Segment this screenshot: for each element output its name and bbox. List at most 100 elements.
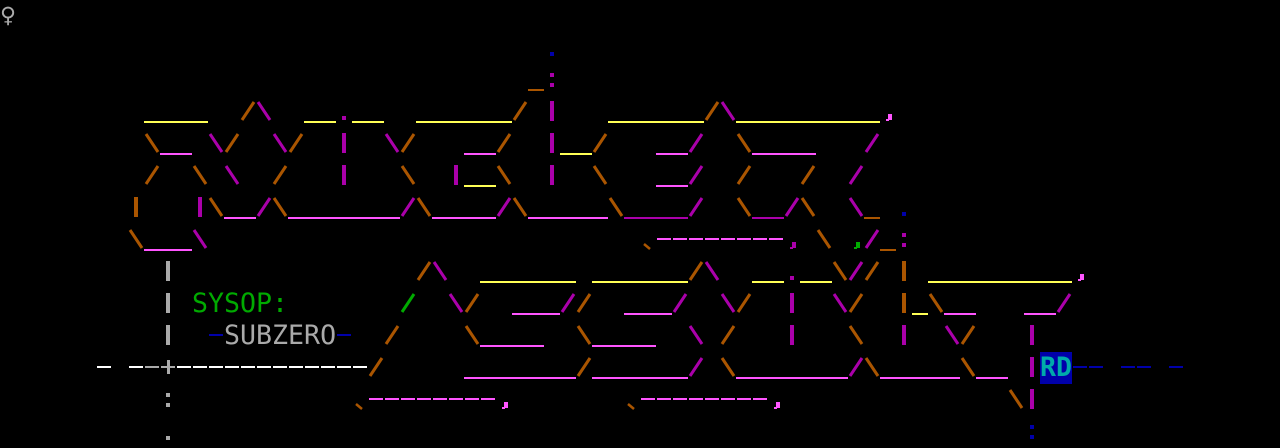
underscore-stroke [912,313,928,315]
underscore-stroke [480,281,496,283]
underscore-stroke [592,281,608,283]
backslash-stroke [736,197,752,217]
underscore-stroke [1040,313,1056,315]
slash-stroke [960,325,976,345]
slash-stroke [464,293,480,313]
underscore-stroke [608,377,624,379]
dot-mark [902,212,906,216]
dash-stroke [657,398,671,400]
cross-mark [167,360,170,374]
underscore-stroke [640,281,656,283]
underscore-stroke [672,281,688,283]
pipe-stroke [454,165,458,185]
underscore-stroke [560,377,576,379]
slash-stroke [240,101,256,121]
underscore-stroke [368,121,384,123]
underscore-stroke [480,217,496,219]
backslash-stroke [256,101,272,121]
underscore-stroke [560,281,576,283]
underscore-stroke [656,153,672,155]
pipe-stroke [1030,389,1034,409]
dash-stroke [305,366,319,368]
slash-stroke [704,101,720,121]
backslash-stroke [1008,389,1024,409]
slash-stroke [800,165,816,185]
comma-mark [792,242,796,248]
underscore-stroke [784,377,800,379]
underscore-stroke [480,153,496,155]
pipe-stroke [134,197,138,217]
underscore-stroke [624,281,640,283]
underscore-stroke [480,377,496,379]
dash-stroke [273,366,287,368]
dash-stroke [177,366,191,368]
dash-stroke [657,238,671,240]
backslash-stroke [496,165,512,185]
underscore-stroke [752,153,768,155]
underscore-stroke [560,217,576,219]
underscore-stroke [752,217,768,219]
underscore-stroke [464,121,480,123]
pipe-stroke [166,293,170,313]
slash-stroke [400,197,416,217]
dash-stroke [721,398,735,400]
underscore-stroke [496,377,512,379]
backslash-stroke [832,261,848,281]
dash-stroke [209,366,223,368]
slash-stroke [688,197,704,217]
underscore-stroke [800,121,816,123]
underscore-stroke [304,217,320,219]
dash-stroke [145,366,159,368]
underscore-stroke [352,121,368,123]
underscore-stroke [672,377,688,379]
slash-stroke [1056,293,1072,313]
slash-stroke [688,133,704,153]
dash-stroke [449,398,463,400]
colon-mark [1030,425,1034,429]
underscore-stroke [496,345,512,347]
underscore-stroke [544,281,560,283]
underscore-stroke [624,377,640,379]
underscore-stroke [144,121,160,123]
dash-stroke [673,398,687,400]
comma-mark [888,114,892,120]
dash-stroke [337,366,351,368]
tick-mark [627,403,635,410]
tick-mark [355,403,363,410]
pipe-stroke [198,197,202,217]
backslash-stroke [192,229,208,249]
underscore-stroke [304,121,320,123]
corner-glyph: ♀ [0,0,17,31]
underscore-stroke [800,377,816,379]
underscore-stroke [656,121,672,123]
underscore-stroke [240,217,256,219]
slash-stroke [576,293,592,313]
slash-stroke [576,357,592,377]
slash-stroke [720,325,736,345]
dash-stroke [225,366,239,368]
slash-stroke [496,197,512,217]
slash-stroke [560,293,576,313]
underscore-stroke [320,121,336,123]
backslash-stroke [400,165,416,185]
underscore-stroke [624,313,640,315]
dash-stroke [769,238,783,240]
underscore-stroke [144,249,160,251]
backslash-stroke [800,197,816,217]
comma-mark [774,407,777,409]
underscore-stroke [592,345,608,347]
dash-stroke [417,398,431,400]
dash-stroke [321,366,335,368]
underscore-stroke [160,249,176,251]
underscore-stroke [768,121,784,123]
underscore-stroke [464,185,480,187]
backslash-stroke [464,325,480,345]
underscore-stroke [752,281,768,283]
comma-mark [1078,279,1081,281]
dash-stroke [401,398,415,400]
backslash-stroke [576,325,592,345]
colon-mark [550,73,554,77]
comma-mark [502,407,505,409]
comma-mark [854,247,857,249]
